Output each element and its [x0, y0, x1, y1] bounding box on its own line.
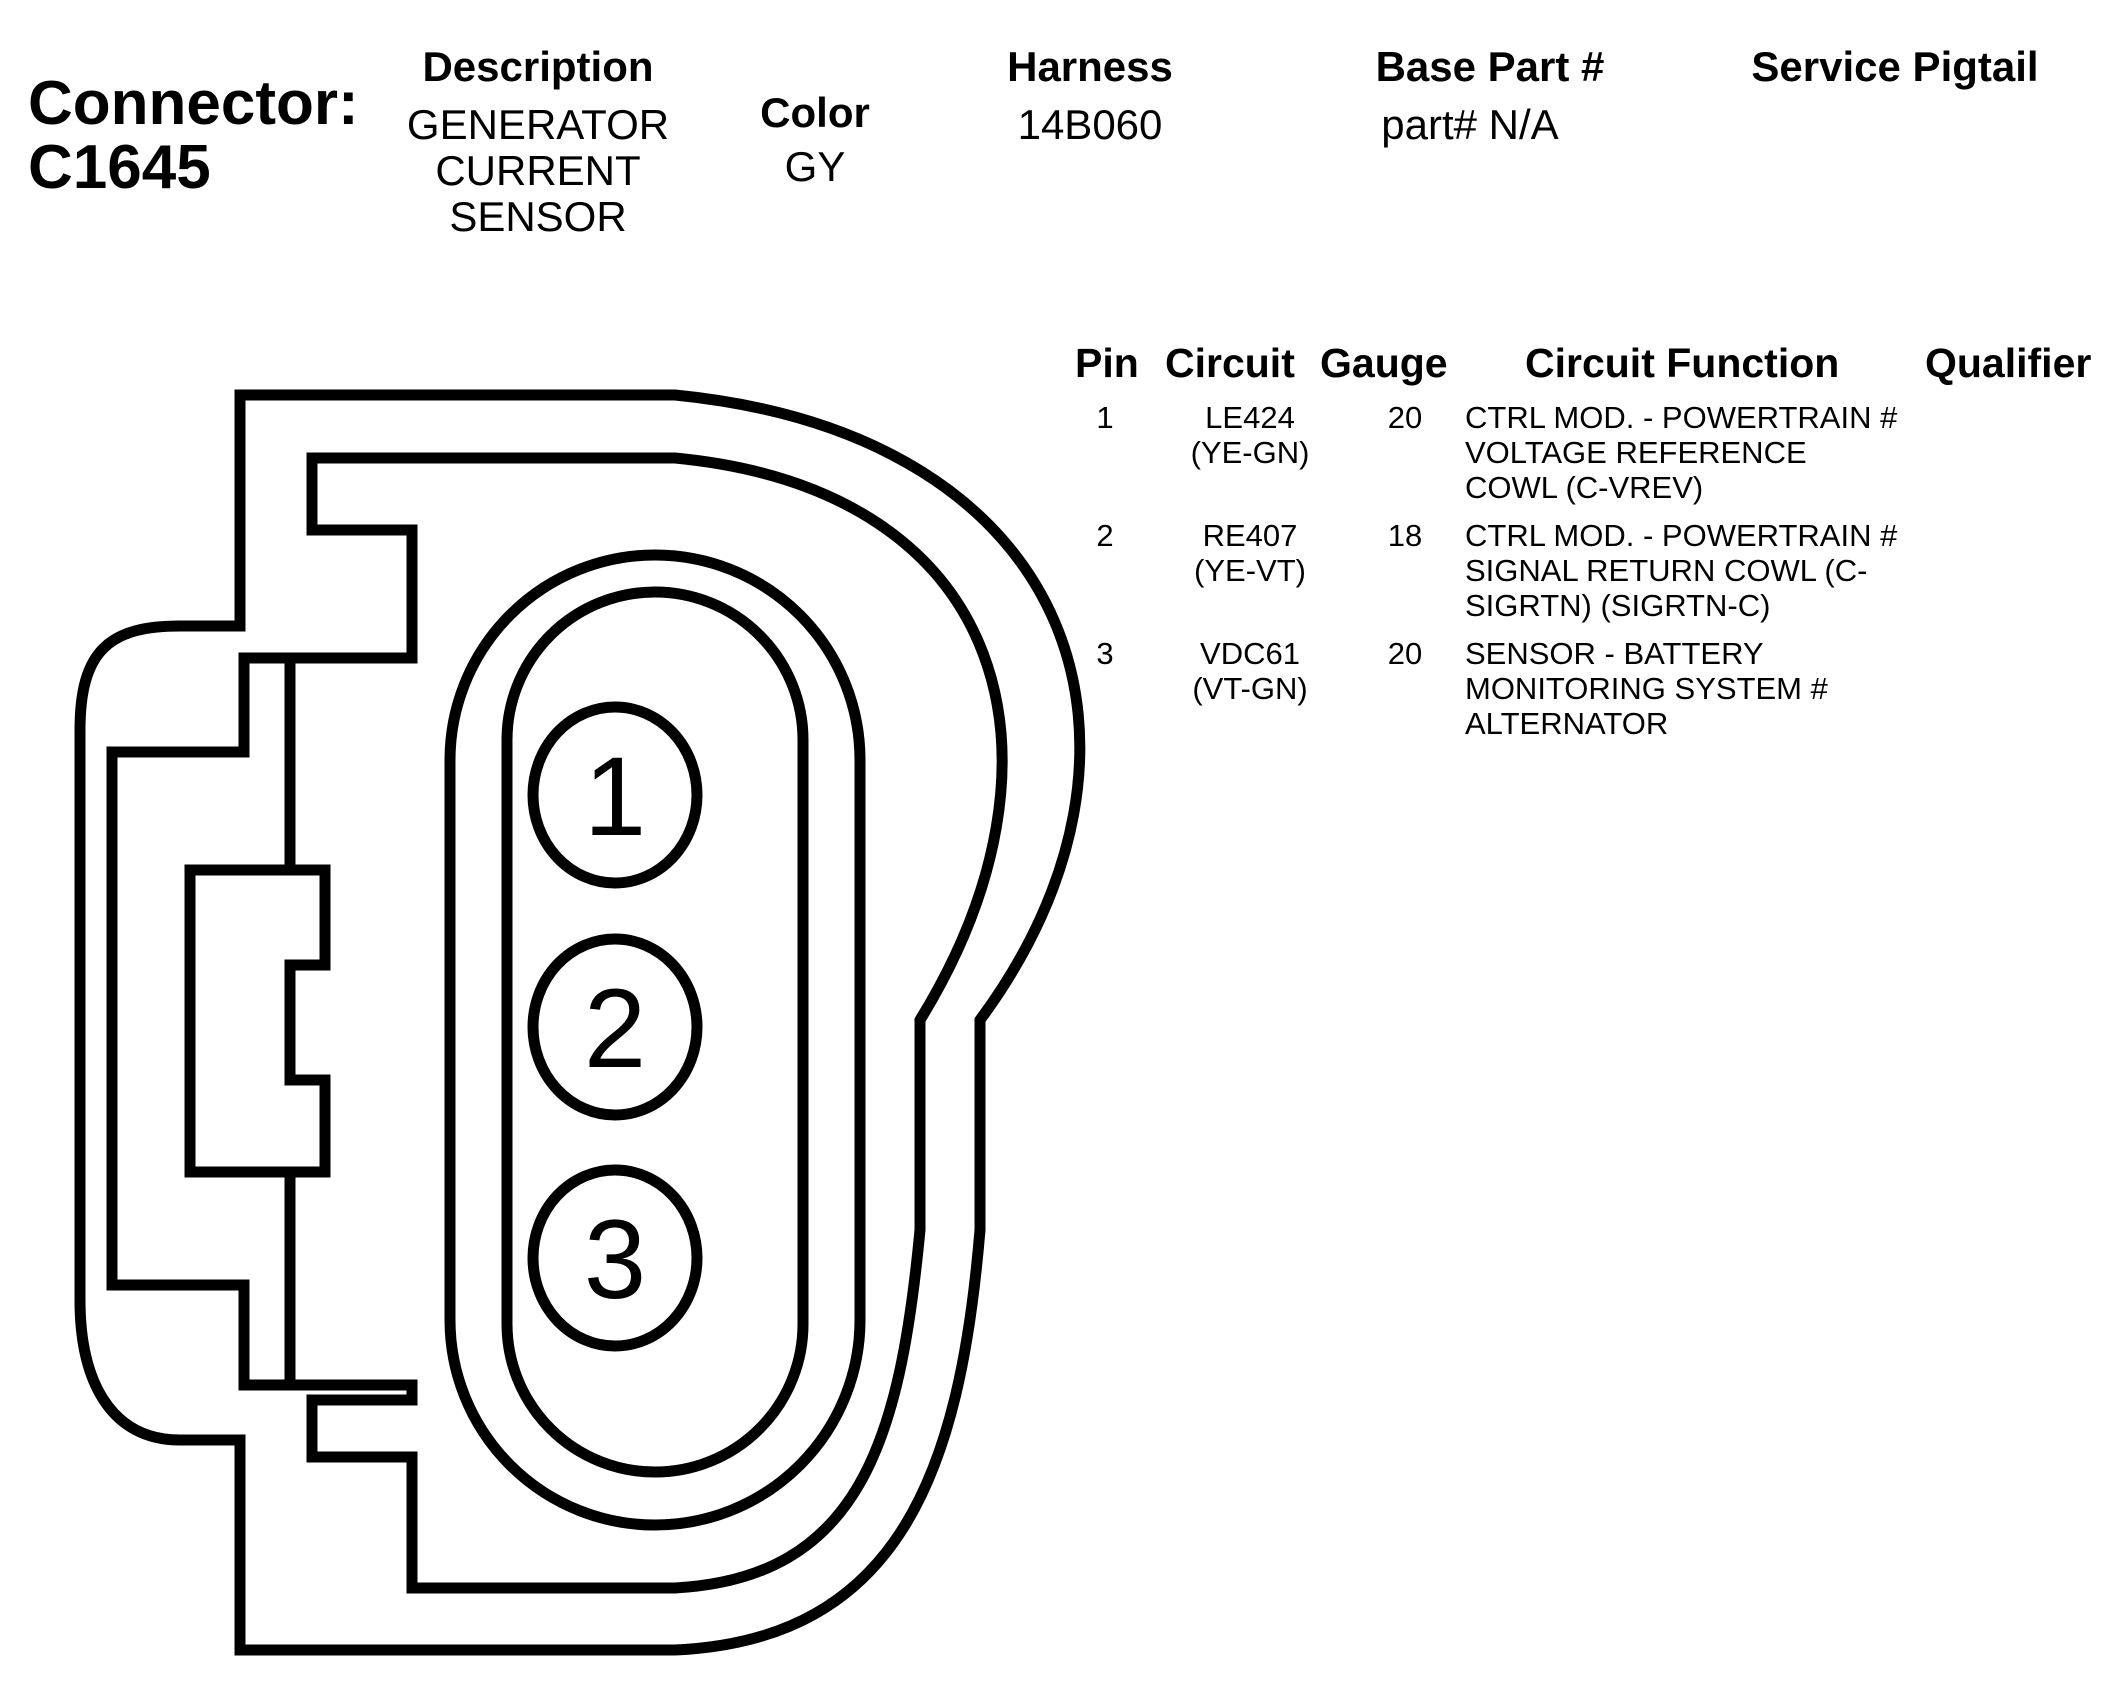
pin-cavity-outer — [444, 549, 866, 1531]
pin-number: 1 — [1096, 400, 1114, 435]
header-pin: Pin — [1075, 340, 1139, 386]
connector-inner-frame — [106, 452, 1008, 1594]
circuit-function: CTRL MOD. - POWERTRAIN # VOLTAGE REFEREN… — [1465, 400, 1897, 505]
service-pigtail-column: Service Pigtail — [1740, 42, 2050, 102]
connector-id: C1645 — [28, 133, 211, 202]
base-part-label: Base Part # — [1375, 43, 1605, 90]
connector-latch-notch — [284, 864, 331, 1178]
harness-value: 14B060 — [1017, 101, 1163, 148]
pin-2-label: 2 — [584, 966, 646, 1091]
function-line: COWL (C-VREV) — [1465, 470, 1704, 505]
circuit-cell: RE407 (YE-VT) — [1160, 518, 1340, 588]
function-line: CTRL MOD. - POWERTRAIN # — [1465, 518, 1898, 553]
function-line: SENSOR - BATTERY — [1465, 636, 1764, 671]
pin-3-circle — [527, 1164, 703, 1352]
harness-label: Harness — [1007, 43, 1173, 90]
wire-color: (VT-GN) — [1192, 671, 1308, 706]
connector-latch — [184, 660, 296, 1390]
pin-number: 2 — [1096, 518, 1114, 553]
function-line: CTRL MOD. - POWERTRAIN # — [1465, 400, 1898, 435]
circuit-function: CTRL MOD. - POWERTRAIN # SIGNAL RETURN C… — [1465, 518, 1897, 623]
pin-number: 3 — [1096, 636, 1114, 671]
description-column: Description GENERATOR CURRENT SENSOR — [400, 42, 676, 240]
color-value: GY — [784, 143, 846, 190]
connector-label: Connector: — [28, 69, 359, 138]
circuit-id: LE424 — [1205, 400, 1295, 435]
harness-column: Harness 14B060 — [980, 42, 1200, 148]
circuit-id: RE407 — [1202, 518, 1298, 553]
function-line: VOLTAGE REFERENCE — [1465, 435, 1807, 470]
circuit-cell: VDC61 (VT-GN) — [1160, 636, 1340, 706]
pin-1-label: 1 — [584, 734, 646, 859]
description-line: GENERATOR — [406, 101, 670, 148]
base-part-value: part# N/A — [1381, 101, 1559, 148]
gauge: 18 — [1387, 518, 1423, 553]
description-label: Description — [422, 43, 654, 90]
connector-outer-housing — [74, 389, 1086, 1656]
wire-color: (YE-GN) — [1190, 435, 1310, 470]
circuit-id: VDC61 — [1200, 636, 1300, 671]
service-pigtail-label: Service Pigtail — [1751, 43, 2039, 90]
color-label: Color — [760, 89, 870, 136]
function-line: SIGNAL RETURN COWL (C- — [1465, 553, 1868, 588]
function-line: MONITORING SYSTEM # — [1465, 671, 1828, 706]
circuit-function: SENSOR - BATTERY MONITORING SYSTEM # ALT… — [1465, 636, 1828, 741]
pin-cavity-inner — [501, 586, 809, 1478]
connector-title: Connector: C1645 — [28, 72, 359, 200]
description-line: CURRENT — [435, 147, 641, 194]
header-circuit-function: Circuit Function — [1525, 340, 1840, 386]
wire-color: (YE-VT) — [1194, 553, 1306, 588]
header-qualifier: Qualifier — [1925, 340, 2092, 386]
circuit-cell: LE424 (YE-GN) — [1160, 400, 1340, 470]
function-line: ALTERNATOR — [1465, 706, 1669, 741]
header-gauge: Gauge — [1320, 340, 1448, 386]
gauge: 20 — [1387, 636, 1423, 671]
gauge: 20 — [1387, 400, 1423, 435]
color-column: Color GY — [740, 88, 890, 190]
base-part-column: Base Part # part# N/A — [1360, 42, 1620, 148]
pin-1-circle — [527, 701, 703, 889]
function-line: SIGRTN) (SIGRTN-C) — [1465, 588, 1771, 623]
pin-3-label: 3 — [584, 1197, 646, 1322]
header-circuit: Circuit — [1165, 340, 1295, 386]
pin-2-circle — [527, 933, 703, 1121]
description-line: SENSOR — [449, 193, 627, 240]
